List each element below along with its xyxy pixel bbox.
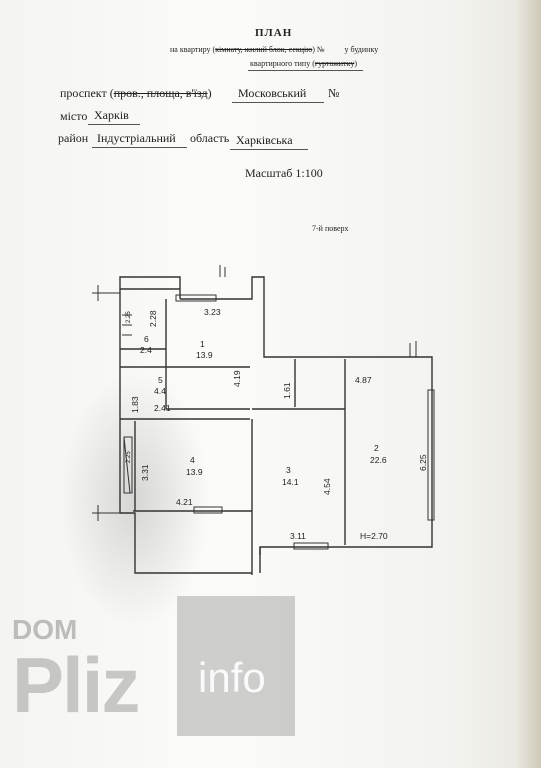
dimension-label: 2.28 [148, 310, 158, 327]
floor-label: 7-й поверх [312, 224, 349, 233]
watermark-dom-text: DOM [12, 614, 78, 645]
region-underline [230, 149, 308, 150]
page-fold [517, 0, 541, 768]
plan-labels: 3.23 2.28 1 13.9 4.19 6 2.4 1.83 5 4.4 2… [126, 307, 428, 541]
balcony-mark: 2.25 [126, 451, 132, 463]
room-area: 4.4 [154, 386, 166, 396]
dimension-label: 3.11 [290, 531, 306, 541]
room-area: 2.4 [140, 345, 152, 355]
watermark-info-text: info [198, 654, 266, 701]
watermark-box [177, 596, 295, 736]
dimension-label: 3.31 [140, 464, 150, 481]
dimension-label: 4.21 [176, 497, 193, 507]
scale-label: Масштаб 1:100 [245, 166, 323, 180]
dimension-label: 2.41 [154, 403, 171, 413]
document-title: ПЛАН [255, 27, 293, 39]
room-area: 13.9 [196, 350, 213, 360]
dimension-label: 1.83 [130, 396, 140, 413]
number-label: № [328, 86, 340, 100]
room-number: 3 [286, 465, 291, 475]
room-number: 5 [158, 375, 163, 385]
street-underline [232, 102, 324, 103]
dimension-label: 4.87 [355, 375, 372, 385]
plan-details [92, 265, 435, 550]
city-underline [88, 124, 140, 125]
room-number: 2 [374, 443, 379, 453]
room-area: 22.6 [370, 455, 387, 465]
watermark-pliz-text: Pliz [12, 641, 140, 729]
dimension-label: 4.19 [232, 370, 242, 387]
subtitle-underline [248, 70, 363, 71]
region-label: область [190, 131, 230, 145]
document-subtitle-line2: квартирного типу (гуртожитку) [250, 59, 357, 68]
floor-plan: 3.23 2.28 1 13.9 4.19 6 2.4 1.83 5 4.4 2… [92, 265, 435, 575]
district-label: район [58, 131, 89, 145]
room-number: 6 [144, 334, 149, 344]
watermark-logo: DOM Pliz info [12, 596, 295, 756]
room-area: 14.1 [282, 477, 299, 487]
document-subtitle-line1: на квартиру (кімнату, жилий блок, секцію… [170, 45, 379, 54]
dimension-label: 6.25 [418, 454, 428, 471]
plan-walls [119, 276, 433, 575]
room-area: 13.9 [186, 467, 203, 477]
city-value: Харків [94, 108, 129, 122]
room-number: 1 [200, 339, 205, 349]
dimension-label: 4.54 [322, 478, 332, 495]
street-value: Московський [238, 86, 307, 100]
dimension-label: 1.61 [282, 382, 292, 399]
city-label: місто [60, 109, 88, 123]
dimension-label: 3.23 [204, 307, 221, 317]
room-number: 4 [190, 455, 195, 465]
height-label: H=2.70 [360, 531, 388, 541]
balcony-mark: 2.25 [126, 311, 132, 323]
district-value: Індустріальний [97, 131, 176, 145]
street-label: проспект (пров., площа, в'їзд) [60, 86, 212, 100]
region-value: Харківська [236, 133, 293, 147]
district-underline [92, 147, 187, 148]
